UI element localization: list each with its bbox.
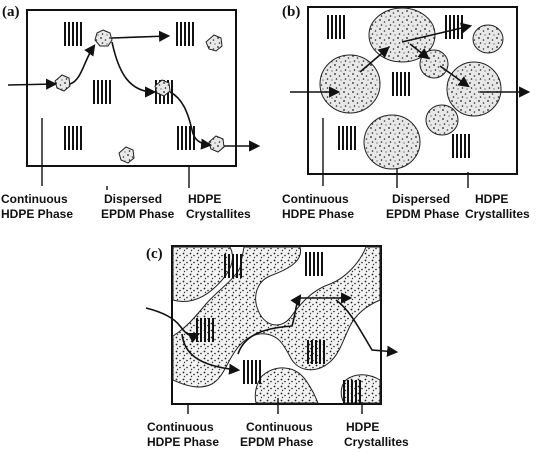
panel-c-tag: (c) bbox=[146, 246, 163, 262]
epdm-particle bbox=[425, 104, 459, 136]
crack-arrow bbox=[237, 294, 302, 355]
panel-b: (b) Continuous HDPE Phase Dispersed EPDM… bbox=[282, 4, 531, 221]
label-continuous-hdpe-2: HDPE Phase bbox=[282, 207, 354, 221]
epdm-particle bbox=[472, 24, 504, 54]
label-dispersed-epdm-2: EPDM Phase bbox=[101, 207, 175, 221]
epdm-particle bbox=[319, 54, 381, 114]
label-continuous-epdm-2: EPDM Phase bbox=[240, 435, 314, 449]
crack-arrow bbox=[111, 30, 171, 42]
label-hdpe-crystallites-2: Crystallites bbox=[344, 435, 409, 449]
label-dispersed-epdm-2: EPDM Phase bbox=[386, 207, 460, 221]
crack-arrow bbox=[145, 307, 201, 344]
panel-b-tag: (b) bbox=[282, 4, 300, 20]
epdm-particle bbox=[205, 34, 223, 52]
label-hdpe-crystallites: HDPE bbox=[475, 192, 508, 206]
crack-arrow bbox=[439, 65, 470, 88]
epdm-particle bbox=[446, 61, 502, 117]
label-hdpe-crystallites-2: Crystallites bbox=[186, 207, 251, 221]
crack-arrow bbox=[169, 91, 213, 150]
label-continuous-hdpe-2: HDPE Phase bbox=[1, 207, 73, 221]
label-dispersed-epdm: Dispersed bbox=[104, 192, 162, 206]
label-dispersed-epdm: Dispersed bbox=[392, 192, 450, 206]
label-continuous-hdpe-2: HDPE Phase bbox=[147, 435, 219, 449]
crack-arrow bbox=[335, 299, 399, 357]
epdm-continuous-region bbox=[254, 367, 319, 404]
label-continuous-hdpe: Continuous bbox=[282, 192, 349, 206]
label-continuous-epdm: Continuous bbox=[246, 420, 313, 434]
label-hdpe-crystallites-2: Crystallites bbox=[465, 207, 530, 221]
epdm-particle bbox=[154, 79, 171, 97]
epdm-continuous-region bbox=[172, 246, 381, 388]
epdm-particle bbox=[363, 114, 421, 170]
panel-c: (c) Continuous HDPE Phase Continuous EPD… bbox=[145, 245, 409, 449]
crack-arrow bbox=[111, 41, 157, 98]
label-hdpe-crystallites: HDPE bbox=[346, 420, 379, 434]
crack-arrow bbox=[359, 46, 390, 73]
crack-arrow bbox=[69, 44, 96, 85]
label-hdpe-crystallites: HDPE bbox=[188, 192, 221, 206]
crack-arrow bbox=[7, 78, 58, 90]
panel-a: (a) Continuous HDPE Phase Dispersed EPDM… bbox=[1, 4, 261, 221]
crack-arrow bbox=[401, 22, 473, 43]
epdm-particle bbox=[118, 146, 135, 164]
label-continuous-hdpe: Continuous bbox=[147, 420, 214, 434]
panel-a-tag: (a) bbox=[2, 4, 20, 20]
crack-arrow bbox=[409, 43, 430, 60]
label-continuous-hdpe: Continuous bbox=[1, 192, 68, 206]
epdm-particle bbox=[94, 29, 113, 47]
crack-arrow bbox=[181, 333, 241, 375]
